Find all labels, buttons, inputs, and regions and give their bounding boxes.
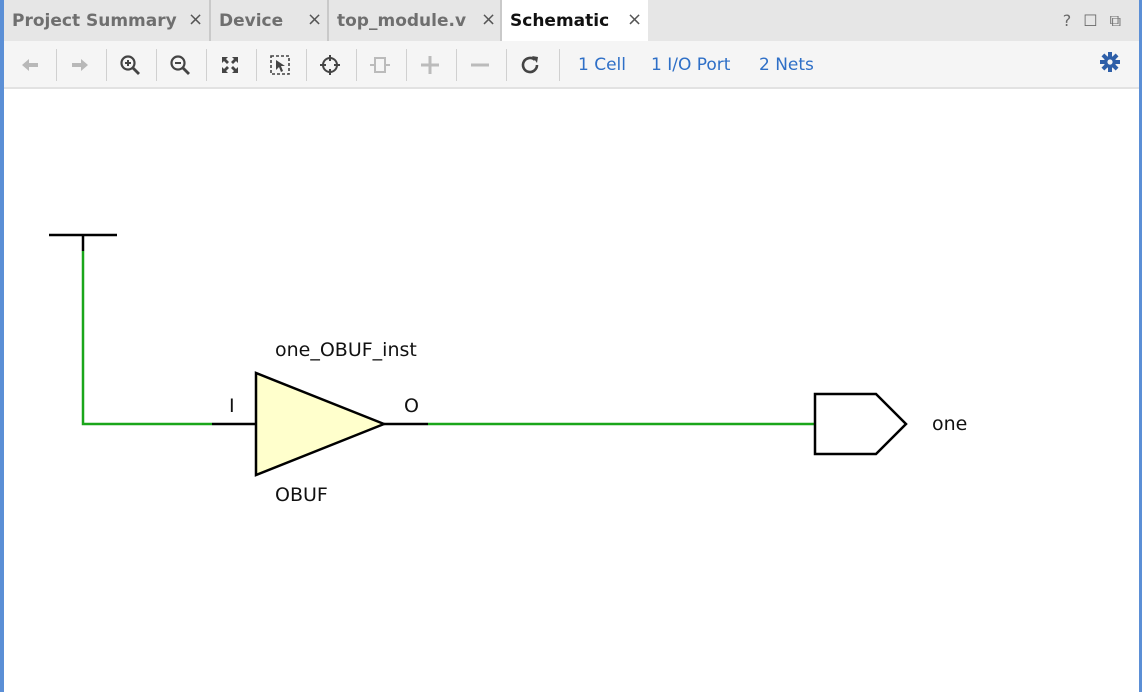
- tab-project-summary[interactable]: Project Summary ×: [4, 0, 211, 41]
- zoom-out-icon[interactable]: [166, 51, 194, 79]
- pin-i-label: I: [229, 395, 235, 417]
- zoom-selection-icon[interactable]: [266, 51, 294, 79]
- instance-name-label: one_OBUF_inst: [275, 339, 417, 361]
- zoom-in-icon[interactable]: [116, 51, 144, 79]
- window-controls: ? ☐ ⧉: [1063, 11, 1121, 31]
- net-input[interactable]: [81, 251, 212, 426]
- tab-label: top_module.v: [337, 10, 467, 31]
- tab-device[interactable]: Device ×: [211, 0, 329, 41]
- obuf-cell[interactable]: [254, 371, 388, 477]
- gear-icon[interactable]: [1099, 51, 1121, 77]
- tab-label: Schematic: [510, 10, 610, 31]
- cell-type-label: OBUF: [275, 484, 328, 506]
- close-icon[interactable]: ×: [188, 9, 204, 30]
- cell-count-link[interactable]: 1 Cell: [578, 55, 626, 75]
- close-icon[interactable]: ×: [307, 9, 323, 30]
- close-icon[interactable]: ×: [627, 9, 643, 30]
- tab-bar: Project Summary × Device × top_module.v …: [4, 0, 1139, 41]
- expand-icon[interactable]: [416, 51, 444, 79]
- pin-o-label: O: [404, 395, 419, 417]
- collapse-icon[interactable]: [466, 51, 494, 79]
- tab-schematic[interactable]: Schematic ×: [502, 0, 648, 41]
- port-name-label: one: [932, 413, 968, 435]
- net-count-link[interactable]: 2 Nets: [759, 55, 814, 75]
- tab-top-module[interactable]: top_module.v ×: [329, 0, 502, 41]
- tab-label: Device: [219, 10, 284, 31]
- help-icon[interactable]: ?: [1062, 11, 1072, 30]
- output-port[interactable]: [813, 392, 908, 456]
- forward-icon[interactable]: [66, 51, 94, 79]
- float-icon[interactable]: ⧉: [1109, 11, 1121, 30]
- io-port-count-link[interactable]: 1 I/O Port: [651, 55, 731, 75]
- refresh-icon[interactable]: [516, 51, 544, 79]
- close-icon[interactable]: ×: [481, 9, 497, 30]
- route-icon[interactable]: [366, 51, 394, 79]
- tab-label: Project Summary: [12, 10, 177, 31]
- back-icon[interactable]: [16, 51, 44, 79]
- schematic-toolbar: 1 Cell 1 I/O Port 2 Nets: [4, 41, 1139, 89]
- fit-icon[interactable]: [216, 51, 244, 79]
- maximize-icon[interactable]: ☐: [1083, 11, 1098, 30]
- crosshair-icon[interactable]: [316, 51, 344, 79]
- schematic-canvas[interactable]: one_OBUF_inst I O OBUF one: [4, 89, 1139, 692]
